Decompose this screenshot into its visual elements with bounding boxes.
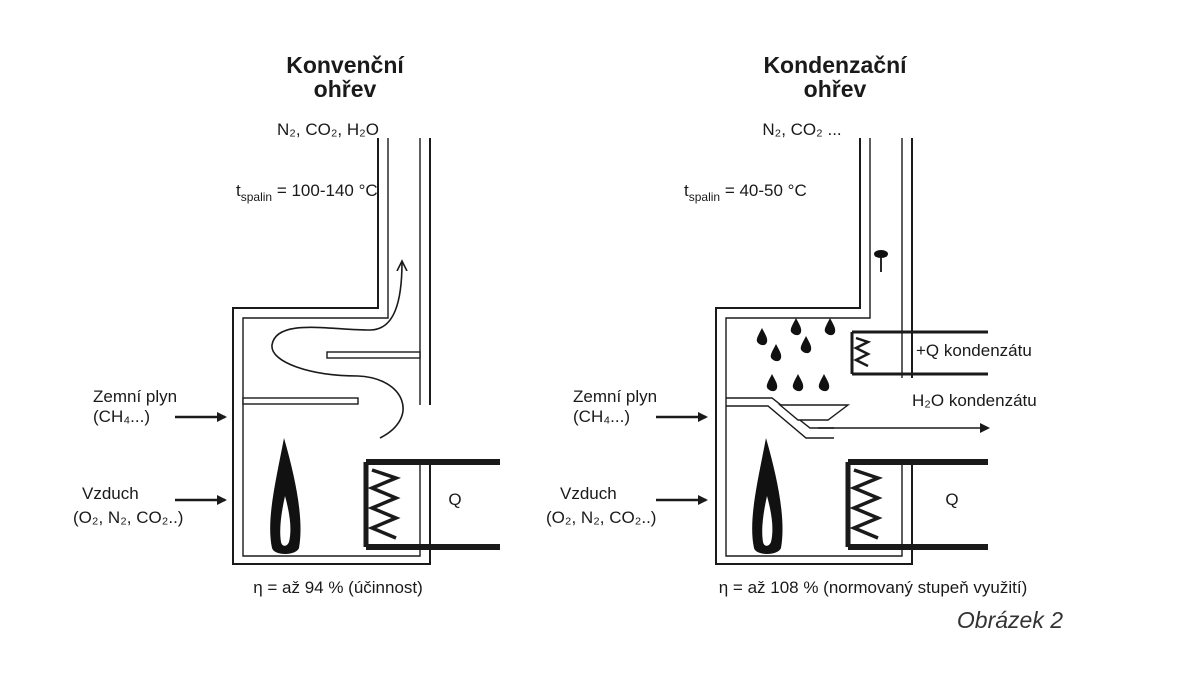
left-efficiency-label: η = až 94 % (účinnost) (253, 578, 423, 597)
conventional-heating-panel: Konvenční ohřev N₂, CO₂, H₂O tspalin = 1… (73, 52, 500, 597)
left-air-label-line2: (O₂, N₂, CO₂..) (73, 508, 183, 527)
left-title-line2: ohřev (314, 76, 377, 102)
right-air-label-line1: Vzduch (560, 484, 617, 503)
right-condensate-water-label: H₂O kondenzátu (912, 391, 1037, 410)
figure-caption: Obrázek 2 (957, 607, 1063, 633)
right-condensate-heat-label: +Q kondenzátu (916, 341, 1032, 360)
left-lower-baffle (242, 397, 359, 405)
right-heat-exchanger-coil-icon (845, 459, 988, 550)
left-heat-output-label: Q (448, 490, 461, 509)
right-gas-label-line1: Zemní plyn (573, 387, 657, 406)
right-flue-gas-label: N₂, CO₂ ... (762, 120, 841, 139)
left-flue-temperature: tspalin = 100-140 °C (236, 181, 378, 204)
right-heat-output-label: Q (945, 490, 958, 509)
left-flue-gas-label: N₂, CO₂, H₂O (277, 120, 379, 139)
left-flue-gas-path-arrow (271, 262, 403, 439)
left-gas-label-line2: (CH₄...) (93, 407, 150, 426)
left-flame-icon (270, 438, 301, 554)
right-gas-label-line2: (CH₄...) (573, 407, 630, 426)
right-fan-icon (874, 250, 888, 272)
right-flame-icon (752, 438, 783, 554)
right-water-drop-icon (756, 318, 836, 392)
left-title-line1: Konvenční (286, 52, 405, 78)
right-title-line2: ohřev (804, 76, 867, 102)
right-flue-temperature: tspalin = 40-50 °C (684, 181, 807, 204)
left-boiler-inner-wall (242, 138, 421, 557)
right-boiler-outer-wall (715, 138, 913, 565)
right-efficiency-label: η = až 108 % (normovaný stupeň využití) (719, 578, 1028, 597)
left-heat-exchanger-coil-icon (363, 459, 500, 550)
left-air-label-line1: Vzduch (82, 484, 139, 503)
left-gas-label-line1: Zemní plyn (93, 387, 177, 406)
condensing-heating-panel: Kondenzační ohřev N₂, CO₂ ... tspalin = … (546, 52, 1037, 597)
right-title-line1: Kondenzační (763, 52, 908, 78)
right-condensate-tray-icon (726, 397, 851, 439)
right-boiler-inner-wall (725, 138, 903, 557)
left-upper-baffle (326, 351, 421, 359)
right-condensate-heat-exchanger-icon (850, 330, 988, 376)
right-air-label-line2: (O₂, N₂, CO₂..) (546, 508, 656, 527)
